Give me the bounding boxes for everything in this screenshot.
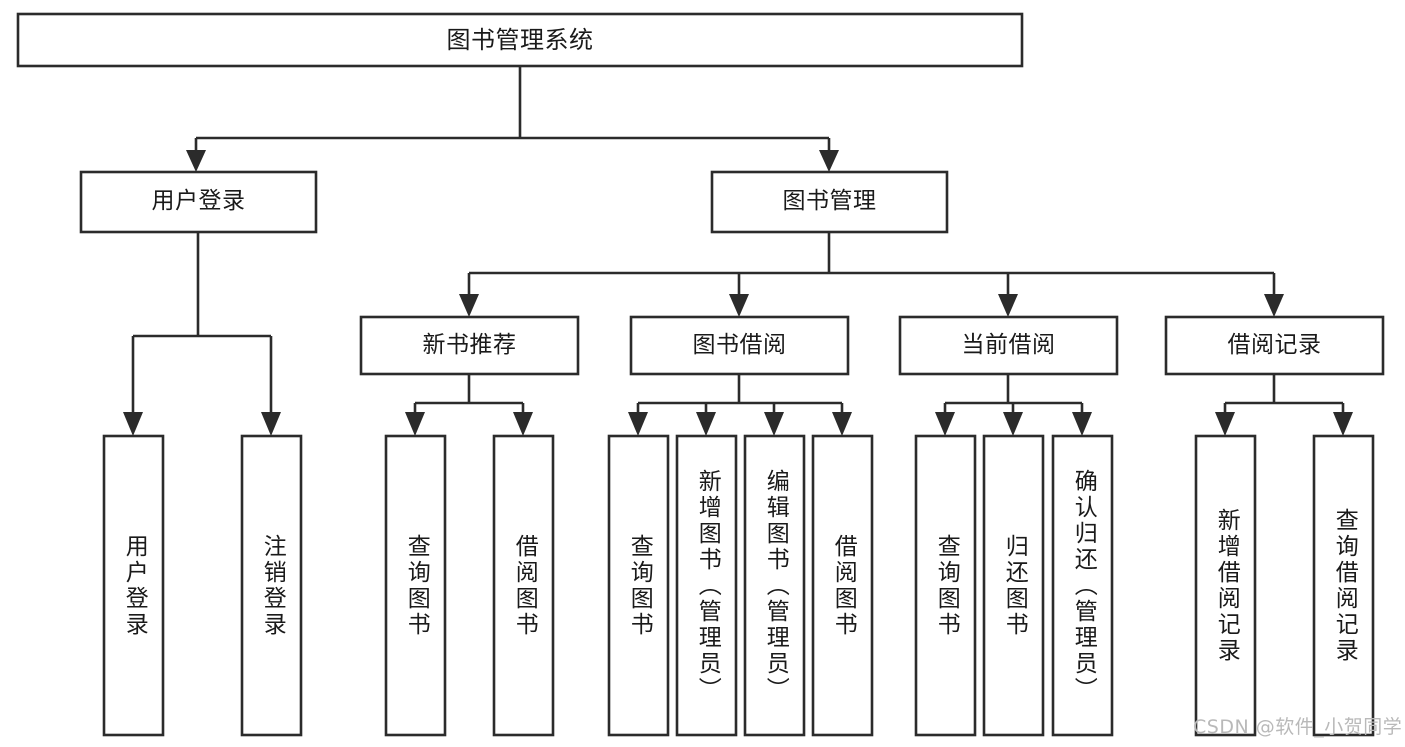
arrow-head-user-login-2 <box>261 412 281 436</box>
arrow-head-level2-1 <box>186 150 206 172</box>
arrow-head-user-login-1 <box>123 412 143 436</box>
arrow-head-level3-1 <box>459 294 479 317</box>
arrow-head-book-borrow-2 <box>696 412 716 436</box>
node-box-leaf-current-borrow-1[interactable] <box>982 434 1045 737</box>
node-box-leaf-current-borrow-0[interactable] <box>914 434 977 737</box>
node-box-leaf-user-login-0[interactable] <box>102 434 165 737</box>
watermark-text: CSDN @软件_小贺同学 <box>1193 716 1403 738</box>
arrow-head-level3-3 <box>998 294 1018 317</box>
arrow-head-new-book-1 <box>405 412 425 436</box>
arrow-head-book-borrow-3 <box>764 412 784 436</box>
node-box-user-login[interactable] <box>79 170 318 234</box>
arrow-head-current-borrow-2 <box>1003 412 1023 436</box>
arrow-head-borrow-record-1 <box>1215 412 1235 436</box>
arrow-head-current-borrow-3 <box>1072 412 1092 436</box>
node-box-leaf-book-borrow-0[interactable] <box>607 434 670 737</box>
arrow-head-level3-2 <box>729 294 749 317</box>
node-box-leaf-book-borrow-3[interactable] <box>811 434 874 737</box>
arrow-head-book-borrow-1 <box>628 412 648 436</box>
arrow-head-new-book-2 <box>513 412 533 436</box>
node-box-leaf-borrow-record-0[interactable] <box>1194 434 1257 737</box>
arrow-head-level3-4 <box>1264 294 1284 317</box>
node-box-book-borrow[interactable] <box>629 315 850 376</box>
node-box-current-borrow[interactable] <box>898 315 1119 376</box>
node-box-leaf-book-borrow-2[interactable] <box>743 434 806 737</box>
node-box-book-management[interactable] <box>710 170 949 234</box>
node-box-leaf-new-book-1[interactable] <box>492 434 555 737</box>
arrow-head-level2-2 <box>819 150 839 172</box>
node-box-leaf-borrow-record-1[interactable] <box>1312 434 1375 737</box>
arrow-head-borrow-record-2 <box>1333 412 1353 436</box>
node-box-new-book-recommend[interactable] <box>359 315 580 376</box>
node-box-borrow-record[interactable] <box>1164 315 1385 376</box>
node-box-leaf-book-borrow-1[interactable] <box>675 434 738 737</box>
node-box-leaf-current-borrow-2[interactable] <box>1051 434 1114 737</box>
node-box-root[interactable] <box>16 12 1024 68</box>
node-box-leaf-user-login-1[interactable] <box>240 434 303 737</box>
arrow-head-current-borrow-1 <box>935 412 955 436</box>
node-box-leaf-new-book-0[interactable] <box>384 434 447 737</box>
arrow-head-book-borrow-4 <box>832 412 852 436</box>
